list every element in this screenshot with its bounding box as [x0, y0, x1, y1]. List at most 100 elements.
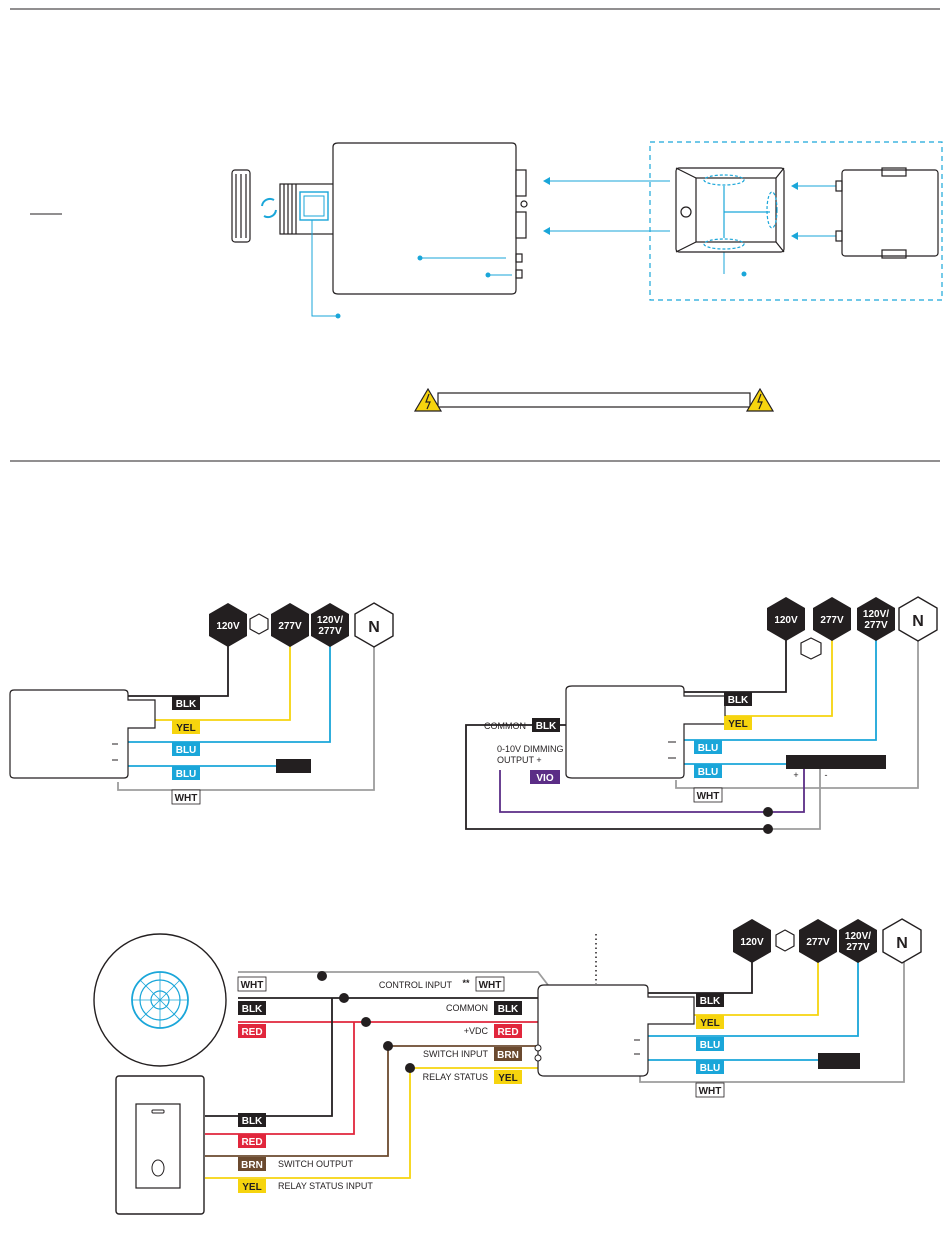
hex-neutral-3: N: [882, 918, 922, 964]
hex-277v-text: 277V: [820, 615, 844, 626]
tag-blu-text: BLU: [700, 1040, 721, 1051]
tag-red-text: RED: [241, 1137, 262, 1148]
tag-wht-1: WHT: [171, 789, 201, 805]
wire-brown-switch-output: [205, 1046, 389, 1157]
tag-wht-text: WHT: [175, 793, 198, 804]
warning-bar: [437, 392, 751, 408]
tag-blk-text: BLK: [176, 699, 197, 710]
tag-brn-switch: BRN: [238, 1157, 266, 1171]
tag-blk-switch: BLK: [238, 1113, 266, 1127]
wire-junction: [361, 1017, 371, 1027]
hex-120v-277v-line1: 120V/: [863, 609, 889, 620]
hex-120v-text: 120V: [774, 615, 798, 626]
tag-blu-text: BLU: [698, 767, 719, 778]
tag-yel-relay: YEL: [494, 1070, 522, 1084]
hex-120v-277v-line1: 120V/: [317, 615, 343, 626]
hex-120v-277v-1: 120V/ 277V: [311, 603, 349, 647]
hex-277v-2: 277V: [813, 597, 851, 641]
hex-neutral-text: N: [912, 613, 924, 630]
tag-blu-3b: BLU: [696, 1060, 724, 1074]
junction-adapter: [675, 167, 785, 253]
wire-black-1: [128, 640, 229, 697]
tag-red-text: RED: [497, 1027, 518, 1038]
diagram-dimming-wiring: + - COMMON BLK 0-10V DIMMING OUTPUT + VI…: [465, 596, 938, 834]
tag-blk-3: BLK: [696, 993, 724, 1007]
hex-neutral-text: N: [368, 619, 380, 636]
control-input-label: CONTROL INPUT: [379, 980, 453, 990]
hex-120v-text: 120V: [740, 937, 764, 948]
wire-junction: [405, 1063, 415, 1073]
wire-junction: [763, 824, 773, 834]
tag-vio-text: VIO: [536, 773, 553, 784]
tag-blu-1b: BLU: [172, 766, 200, 780]
hex-277v-text: 277V: [278, 621, 302, 632]
tag-brn-text: BRN: [497, 1050, 519, 1061]
wire-black-2: [684, 640, 787, 693]
wire-junction: [339, 993, 349, 1003]
hex-277v-1: 277V: [271, 603, 309, 647]
tag-blk-common: BLK: [532, 718, 560, 732]
tag-brn-switch-input: BRN: [494, 1047, 522, 1061]
wire-white-1: [117, 640, 375, 791]
callout-dots: [335, 255, 747, 319]
callout-leaders: [311, 177, 836, 317]
tag-wht-text: WHT: [241, 980, 264, 991]
tag-blk-1: BLK: [172, 696, 200, 710]
tag-yel-3: YEL: [696, 1015, 724, 1029]
accessory-kit-outline: [649, 141, 943, 301]
device-exploded-view: [30, 141, 943, 408]
tag-yel-text: YEL: [176, 723, 195, 734]
dimmer-terminal-block: [786, 755, 886, 769]
dimmer-minus-label: -: [825, 770, 828, 780]
tag-blk-text: BLK: [700, 996, 721, 1007]
tag-blk-text: BLK: [536, 721, 557, 732]
tag-wht-text: WHT: [697, 791, 720, 802]
warning-icon: [745, 387, 775, 412]
rotate-icon: [261, 197, 277, 219]
tag-blu-2a: BLU: [694, 740, 722, 754]
device-body-3: [537, 984, 695, 1077]
hex-277v-text: 277V: [806, 937, 830, 948]
dimmer-plus-label: +: [793, 770, 798, 780]
tag-brn-text: BRN: [241, 1160, 263, 1171]
wire-blue-2a: [676, 640, 877, 741]
switch-input-label: SWITCH INPUT: [423, 1049, 488, 1059]
tag-red-vdc: RED: [494, 1024, 522, 1038]
wire-yellow-relay-input: [205, 1068, 411, 1179]
hex-120v-277v-line2: 277V: [864, 620, 888, 631]
control-input-mark: **: [462, 978, 470, 988]
tag-blk-sensor: BLK: [238, 1001, 266, 1015]
relay-status-label: RELAY STATUS: [423, 1072, 488, 1082]
hex-spacer-3: [775, 929, 795, 952]
device-housing: [332, 142, 517, 295]
tag-red-text: RED: [241, 1027, 262, 1038]
wire-yellow-3: [694, 960, 819, 1016]
wire-junction: [763, 807, 773, 817]
tag-wht-3: WHT: [695, 1082, 725, 1098]
relay-status-input-label: RELAY STATUS INPUT: [278, 1181, 373, 1191]
tag-wht-sensor: WHT: [237, 976, 267, 992]
wire-black-3: [648, 960, 753, 994]
wire-yellow-2: [725, 640, 833, 717]
tag-wht-2: WHT: [693, 787, 723, 803]
tag-blu-text: BLU: [176, 769, 197, 780]
tag-wht-text: WHT: [479, 980, 502, 991]
tag-blu-3a: BLU: [696, 1037, 724, 1051]
wire-cap-1: [276, 759, 311, 773]
warning-icon: [413, 387, 443, 412]
tag-yel-text: YEL: [700, 1018, 719, 1029]
hex-120v-3: 120V: [733, 919, 771, 963]
hex-neutral-1: N: [354, 602, 394, 648]
tag-yel-text: YEL: [498, 1073, 517, 1084]
hex-120v-277v-line1: 120V/: [845, 931, 871, 942]
dimming-output-label-1: 0-10V DIMMING: [497, 744, 564, 754]
wire-blue-3a: [640, 960, 859, 1037]
tag-blk-2: BLK: [724, 692, 752, 706]
wire-white-2: [675, 640, 919, 789]
tag-wht-control: WHT: [475, 976, 505, 992]
wire-cap-3: [818, 1053, 860, 1069]
tag-blu-1a: BLU: [172, 742, 200, 756]
wire-white-3: [639, 960, 905, 1083]
hex-120v-277v-line2: 277V: [846, 942, 870, 953]
hex-120v-2: 120V: [767, 597, 805, 641]
